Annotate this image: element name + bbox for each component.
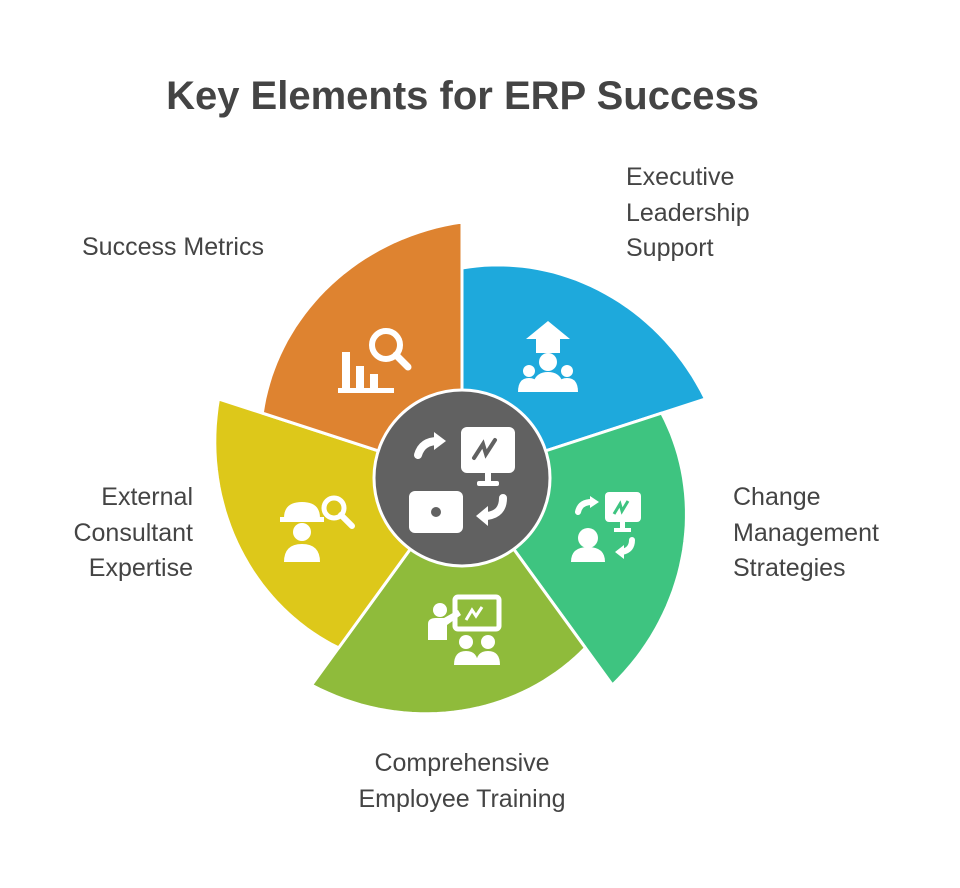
label-line: Strategies: [733, 554, 846, 582]
sector-executive-leadership-support: [460, 263, 707, 461]
person-change-monitor-icon: [571, 492, 641, 562]
chart-magnifier-icon: [338, 328, 412, 393]
worker-search-icon: [280, 495, 355, 562]
leader-group-icon: [518, 321, 578, 392]
diagram-title: Key Elements for ERP Success: [166, 74, 759, 118]
label-line: Success Metrics: [82, 233, 264, 261]
change-monitor-device-icon: [409, 427, 515, 533]
label-line: External: [101, 483, 193, 511]
label-line: Comprehensive: [374, 749, 550, 777]
label-line: Expertise: [88, 554, 193, 582]
label-change-management-strategies: Change Management Strategies: [733, 480, 879, 587]
sector-success-metrics: [260, 220, 464, 461]
center-hub: [372, 388, 552, 568]
label-line: Consultant: [73, 518, 193, 547]
label-line: Management: [733, 518, 879, 547]
label-executive-leadership-support: Executive Leadership Support: [626, 160, 750, 267]
label-line: Leadership: [626, 198, 750, 227]
label-success-metrics: Success Metrics: [82, 230, 264, 266]
label-line: Support: [626, 234, 714, 262]
label-external-consultant-expertise: External Consultant Expertise: [0, 480, 193, 587]
label-comprehensive-employee-training: Comprehensive Employee Training: [262, 746, 662, 817]
label-line: Executive: [626, 163, 735, 191]
sector-external-consultant-expertise: [213, 397, 429, 650]
presentation-training-icon: [428, 594, 502, 665]
label-line: Change: [733, 483, 821, 511]
label-line: Employee Training: [358, 784, 566, 813]
